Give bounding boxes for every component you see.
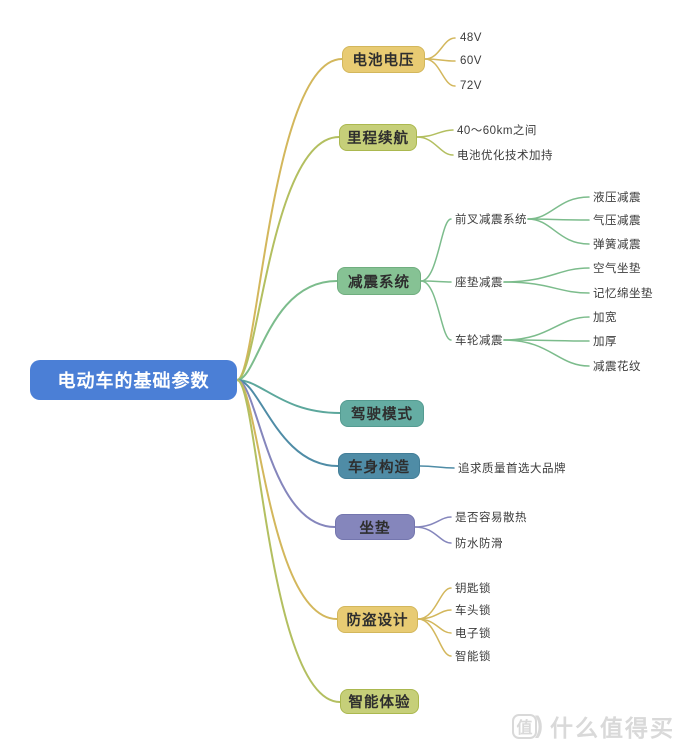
branch-label: 智能体验: [348, 695, 411, 711]
edge-root-driving-mode: [236, 379, 341, 414]
leaf-e-lock[interactable]: 电子锁: [455, 628, 491, 640]
leaf-memory-foam[interactable]: 记忆绵坐垫: [593, 288, 653, 300]
edge-root-anti-theft: [236, 379, 338, 620]
smzdm-logo-icon: 值: [512, 713, 537, 739]
branch-driving-mode[interactable]: 驾驶模式: [340, 400, 424, 427]
edge-shock-seatpad: [420, 280, 452, 283]
watermark-text: 什么值得买: [550, 715, 675, 741]
branch-label: 里程续航: [347, 131, 409, 147]
edge-seatpad-aircushion: [503, 267, 590, 283]
branch-seat-cushion[interactable]: 坐垫: [335, 514, 415, 540]
edge-range-batteryopt: [416, 136, 454, 156]
branch-label: 坐垫: [359, 520, 391, 537]
leaf-air-cushion[interactable]: 空气坐垫: [593, 263, 641, 275]
leaf-60v[interactable]: 60V: [460, 55, 482, 67]
leaf-spring-shock[interactable]: 弹簧减震: [593, 239, 641, 251]
leaf-72v[interactable]: 72V: [460, 80, 482, 92]
leaf-air-shock[interactable]: 气压减震: [593, 215, 641, 227]
edge-battery-48v: [424, 37, 456, 60]
leaf-range-km[interactable]: 40～60km之间: [457, 125, 537, 137]
edge-shock-wheel: [420, 280, 452, 341]
branch-shock-absorption[interactable]: 减震系统: [337, 267, 421, 295]
leaf-heat-dissipation[interactable]: 是否容易散热: [455, 512, 527, 524]
edge-battery-72v: [424, 58, 456, 87]
branch-label: 电池电压: [352, 53, 415, 69]
edge-frontfork-hydraulic: [527, 196, 590, 220]
leaf-shock-tread[interactable]: 减震花纹: [593, 361, 641, 373]
edge-root-seat-cushion: [236, 379, 336, 528]
edge-battery-60v: [424, 58, 456, 62]
edge-antitheft-headlock: [417, 609, 452, 620]
edge-root-shock: [236, 280, 338, 381]
edge-cushion-waterproof: [414, 526, 452, 544]
leaf-widen[interactable]: 加宽: [593, 312, 617, 324]
edge-frontfork-air: [527, 218, 590, 221]
branch-anti-theft[interactable]: 防盗设计: [337, 606, 418, 633]
leaf-hydraulic-shock[interactable]: 液压减震: [593, 192, 641, 204]
edge-antitheft-keylock: [417, 587, 452, 620]
edge-root-body-structure: [236, 379, 339, 467]
edge-wheel-widen: [503, 316, 590, 341]
edge-root-battery-voltage: [236, 58, 343, 381]
node-front-fork-shock[interactable]: 前叉减震系统: [455, 214, 527, 226]
leaf-48v[interactable]: 48V: [460, 32, 482, 44]
edge-range-km: [416, 129, 454, 138]
root-node[interactable]: 电动车的基础参数: [30, 360, 237, 400]
edge-body-brand: [419, 465, 455, 469]
branch-label: 防盗设计: [346, 613, 409, 629]
leaf-battery-optimize[interactable]: 电池优化技术加持: [457, 150, 553, 162]
branch-body-structure[interactable]: 车身构造: [338, 453, 420, 479]
edge-antitheft-elock: [417, 618, 452, 634]
leaf-big-brand[interactable]: 追求质量首选大品牌: [458, 463, 566, 475]
branch-label: 车身构造: [348, 459, 410, 476]
node-seatpad-shock[interactable]: 座垫减震: [455, 277, 503, 289]
branch-battery-voltage[interactable]: 电池电压: [342, 46, 425, 73]
edge-wheel-tread: [503, 339, 590, 367]
edge-root-smart-experience: [236, 379, 341, 703]
leaf-head-lock[interactable]: 车头锁: [455, 605, 491, 617]
edge-root-range: [236, 136, 340, 381]
leaf-key-lock[interactable]: 钥匙锁: [455, 583, 491, 595]
edge-antitheft-smartlock: [417, 618, 452, 657]
branch-label: 减震系统: [348, 274, 410, 291]
edge-wheel-thicken: [503, 339, 590, 342]
node-wheel-shock[interactable]: 车轮减震: [455, 335, 503, 347]
watermark-smzdm: 值 ) 什么值得买: [512, 709, 675, 743]
leaf-smart-lock[interactable]: 智能锁: [455, 651, 491, 663]
leaf-waterproof[interactable]: 防水防滑: [455, 538, 503, 550]
branch-smart-experience[interactable]: 智能体验: [340, 689, 419, 714]
edge-shock-frontfork: [420, 218, 452, 282]
edge-seatpad-memoryfoam: [503, 281, 590, 294]
edge-cushion-heat: [414, 516, 452, 528]
smzdm-logo-paren: ): [535, 712, 543, 739]
branch-label: 驾驶模式: [351, 407, 413, 423]
root-label: 电动车的基础参数: [57, 371, 210, 391]
leaf-thicken[interactable]: 加厚: [593, 336, 617, 348]
branch-range-endurance[interactable]: 里程续航: [339, 124, 417, 151]
edge-frontfork-spring: [527, 218, 590, 245]
